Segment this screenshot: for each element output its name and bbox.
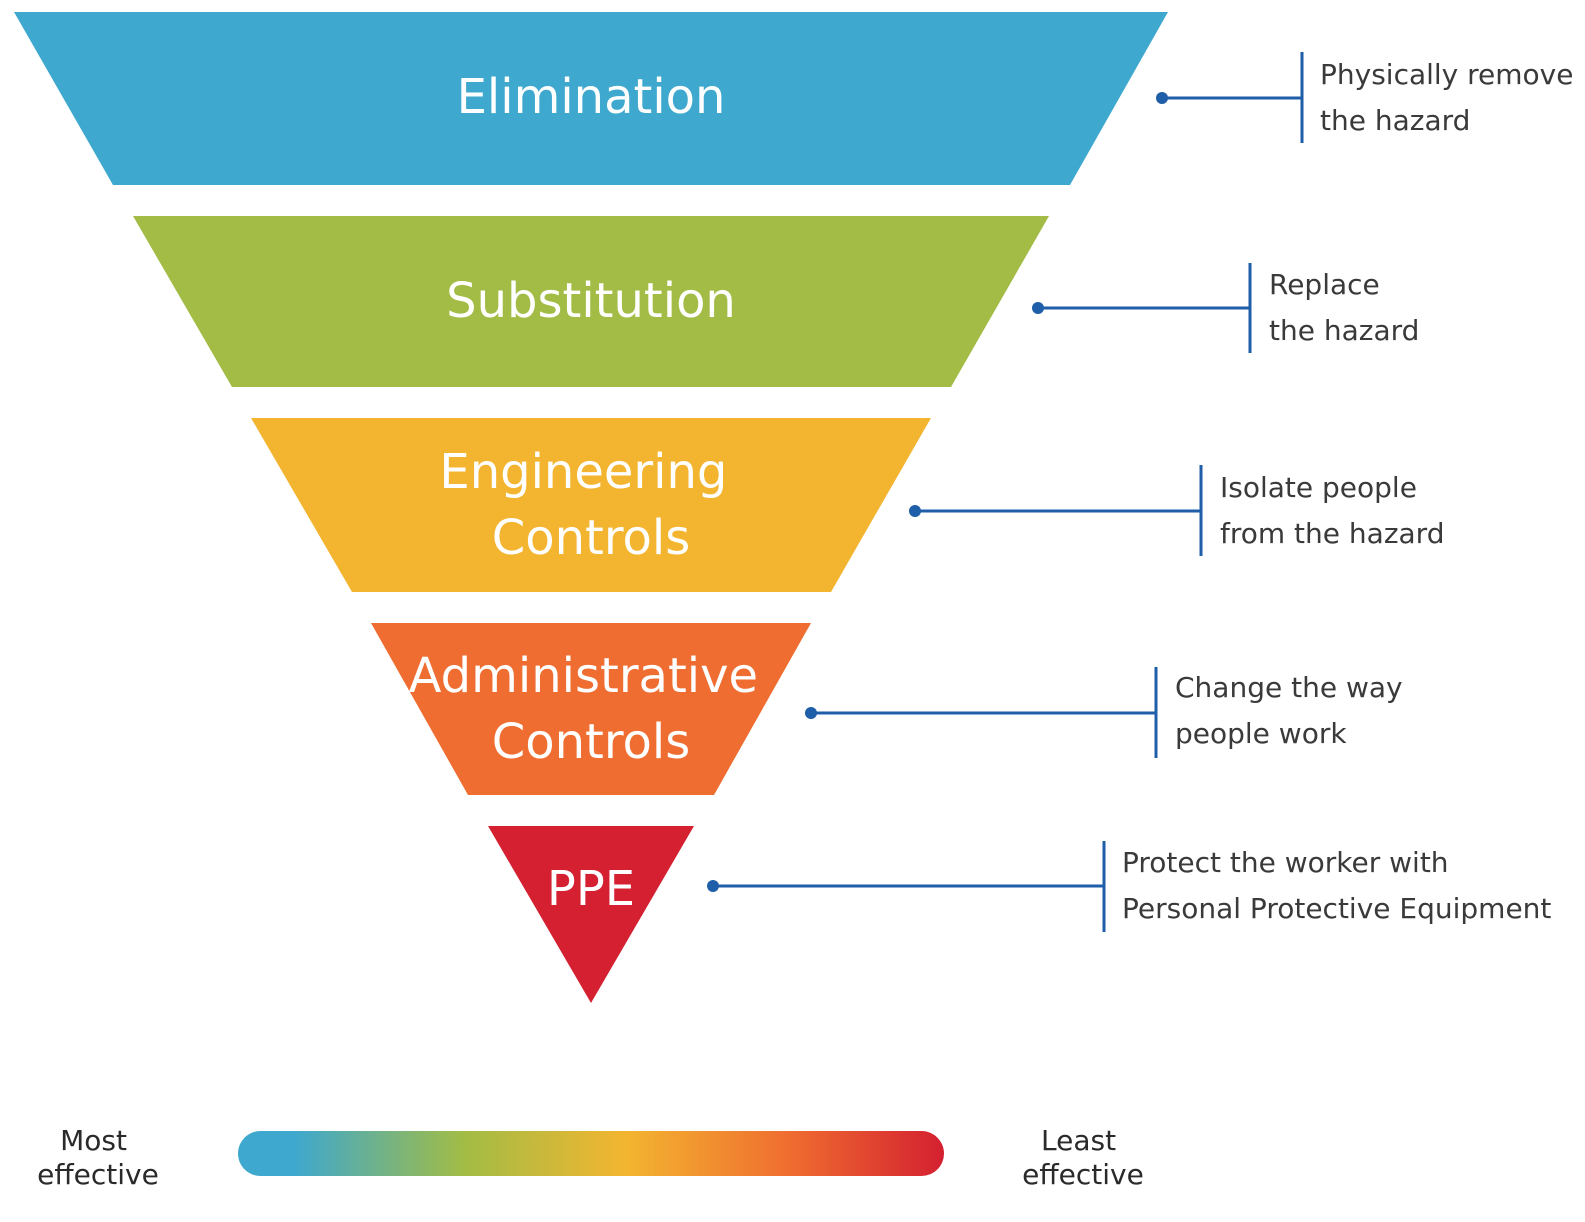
ppe-description: Protect the worker with Personal Protect…: [1122, 846, 1551, 925]
elimination-connector: [1156, 52, 1304, 143]
administrative-controls-label-line-1: Administrative: [409, 648, 758, 704]
engineering-controls-label: Engineering Controls: [439, 444, 742, 566]
effectiveness-gradient-bar: [238, 1131, 944, 1176]
substitution-description-line-2: the hazard: [1269, 314, 1419, 347]
level-elimination: Elimination Physically remove the hazard: [14, 12, 1582, 185]
administrative-controls-band: [371, 623, 811, 795]
ppe-description-line-1: Protect the worker with: [1122, 846, 1449, 879]
elimination-label-line-1: Elimination: [457, 69, 726, 125]
engineering-controls-description-line-2: from the hazard: [1220, 517, 1444, 550]
engineering-controls-label-line-1: Engineering: [439, 444, 727, 500]
engineering-controls-connector: [909, 465, 1203, 556]
administrative-controls-description-line-1: Change the way: [1175, 671, 1403, 704]
ppe-label: PPE: [547, 861, 635, 917]
level-ppe: PPE Protect the worker with Personal Pro…: [488, 826, 1551, 1003]
substitution-label-line-1: Substitution: [446, 273, 736, 329]
ppe-band: [488, 826, 694, 1003]
elimination-description-line-1: Physically remove: [1320, 58, 1573, 91]
engineering-controls-description-line-1: Isolate people: [1220, 471, 1417, 504]
level-engineering-controls: Engineering Controls Isolate people from…: [251, 418, 1444, 592]
effectiveness-scale: Most effective Least effective: [37, 1124, 1144, 1191]
administrative-controls-description: Change the way people work: [1175, 671, 1412, 750]
substitution-description-line-1: Replace: [1269, 268, 1380, 301]
engineering-controls-description: Isolate people from the hazard: [1220, 471, 1444, 550]
ppe-connector: [707, 841, 1106, 932]
elimination-description-line-2: the hazard: [1320, 104, 1470, 137]
least-effective-label-line-2: effective: [1022, 1158, 1144, 1191]
most-effective-label-line-1: Most: [60, 1124, 127, 1157]
administrative-controls-description-line-2: people work: [1175, 717, 1347, 750]
most-effective-label: Most effective: [37, 1124, 159, 1191]
substitution-description: Replace the hazard: [1269, 268, 1419, 347]
administrative-controls-label: Administrative Controls: [409, 648, 774, 770]
ppe-label-line-1: PPE: [547, 861, 635, 917]
elimination-label: Elimination: [457, 69, 726, 125]
administrative-controls-connector: [805, 667, 1158, 758]
level-administrative-controls: Administrative Controls Change the way p…: [371, 623, 1412, 795]
most-effective-label-line-2: effective: [37, 1158, 159, 1191]
administrative-controls-label-line-2: Controls: [492, 714, 691, 770]
ppe-description-line-2: Personal Protective Equipment: [1122, 892, 1551, 925]
elimination-band: [14, 12, 1168, 185]
engineering-controls-label-line-2: Controls: [492, 510, 691, 566]
substitution-band: [133, 216, 1049, 387]
substitution-label: Substitution: [446, 273, 736, 329]
substitution-connector: [1032, 263, 1252, 353]
level-substitution: Substitution Replace the hazard: [133, 216, 1419, 387]
least-effective-label: Least effective: [1022, 1124, 1144, 1191]
elimination-description: Physically remove the hazard: [1320, 58, 1582, 137]
engineering-controls-band: [251, 418, 931, 592]
least-effective-label-line-1: Least: [1041, 1124, 1116, 1157]
